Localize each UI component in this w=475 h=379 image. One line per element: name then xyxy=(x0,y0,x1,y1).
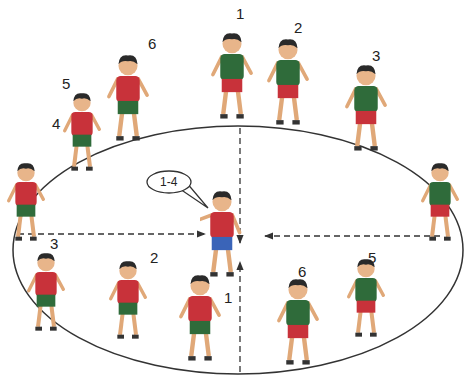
callout-number: 3 xyxy=(372,48,380,63)
callout-number: 5 xyxy=(62,76,70,91)
callout-number: 2 xyxy=(150,250,158,265)
callout-number: 2 xyxy=(294,20,302,35)
callout-number: 3 xyxy=(50,236,58,251)
speech-bubble: 1-4 xyxy=(146,170,192,194)
callout-number: 1 xyxy=(224,290,232,305)
callout-number: 4 xyxy=(52,116,60,131)
callout-number: 1 xyxy=(236,6,244,21)
bubble-text: 1-4 xyxy=(146,170,192,194)
callout-number: 6 xyxy=(148,36,156,51)
callout-number: 6 xyxy=(298,264,306,279)
callout-number: 5 xyxy=(368,250,376,265)
